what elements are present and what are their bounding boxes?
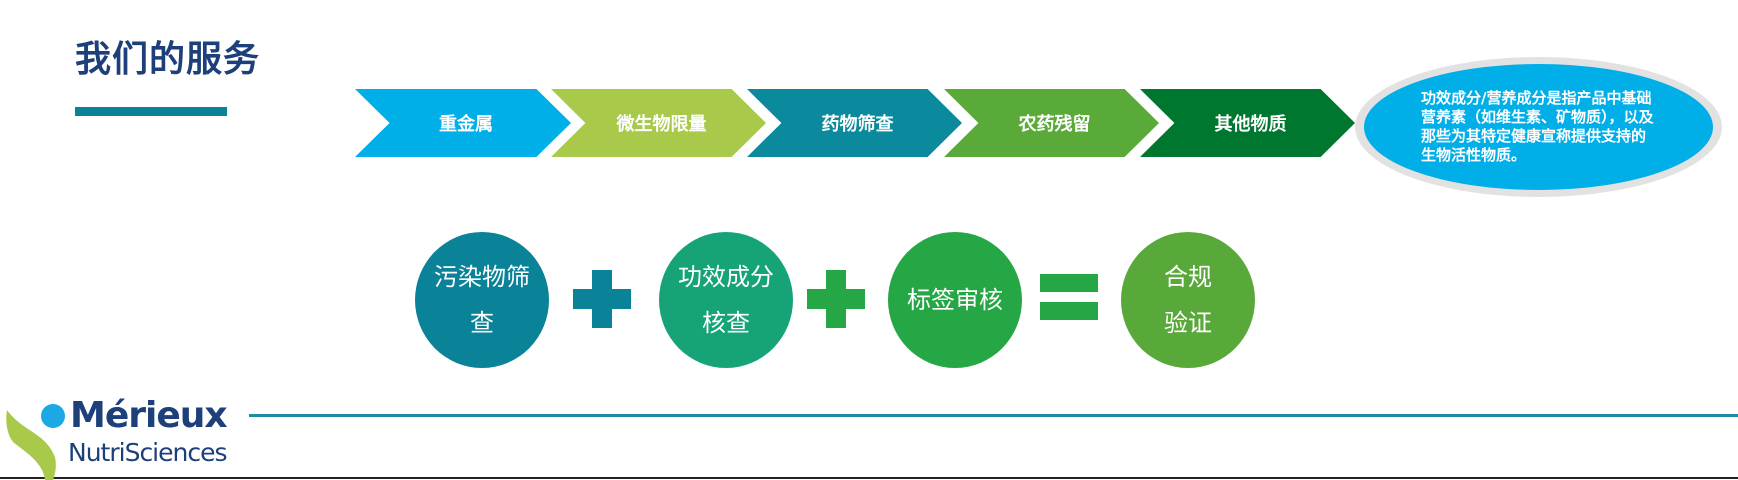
step-label: 微生物限量 <box>616 114 707 135</box>
title-underline <box>75 107 227 116</box>
callout-text: 功效成分/营养成分是指产品中基础营养素（如维生素、矿物质），以及那些为其特定健康… <box>1421 89 1654 164</box>
equals-icon-bottom <box>1040 302 1098 320</box>
circle-label: 标签审核 <box>907 286 1003 314</box>
step-label: 重金属 <box>439 114 493 135</box>
circle-compliance-verification: 合规验证 <box>1121 232 1255 368</box>
page-title: 我们的服务 <box>75 39 261 80</box>
circle-label-review: 标签审核 <box>888 232 1022 368</box>
step-drug-screening: 药物筛查 <box>747 89 962 157</box>
step-label: 其他物质 <box>1214 114 1287 135</box>
step-other-substances: 其他物质 <box>1140 89 1355 157</box>
footer-baseline <box>0 477 1738 479</box>
circle-label: 功效成分核查 <box>678 263 774 337</box>
circle-contaminant-screening: 污染物筛查 <box>415 232 549 368</box>
step-label: 农药残留 <box>1018 114 1091 135</box>
logo-mark-icon <box>6 404 65 480</box>
step-heavy-metals: 重金属 <box>355 89 571 157</box>
circle-active-ingredient-check: 功效成分核查 <box>659 232 793 368</box>
step-label: 药物筛查 <box>821 114 894 135</box>
plus-icon <box>807 270 865 328</box>
logo-text-merieux: Mérieux <box>70 395 228 436</box>
step-pesticide-residue: 农药残留 <box>944 89 1159 157</box>
logo-text-nutrisciences: NutriSciences <box>68 438 228 467</box>
equals-icon-top <box>1040 274 1098 292</box>
step-microbial-limits: 微生物限量 <box>551 89 766 157</box>
footer-divider <box>249 414 1738 417</box>
circle-label: 污染物筛查 <box>434 263 530 337</box>
plus-icon <box>573 270 631 328</box>
circle-label: 合规验证 <box>1164 263 1212 337</box>
callout-bubble: 功效成分/营养成分是指产品中基础营养素（如维生素、矿物质），以及那些为其特定健康… <box>1364 64 1713 190</box>
